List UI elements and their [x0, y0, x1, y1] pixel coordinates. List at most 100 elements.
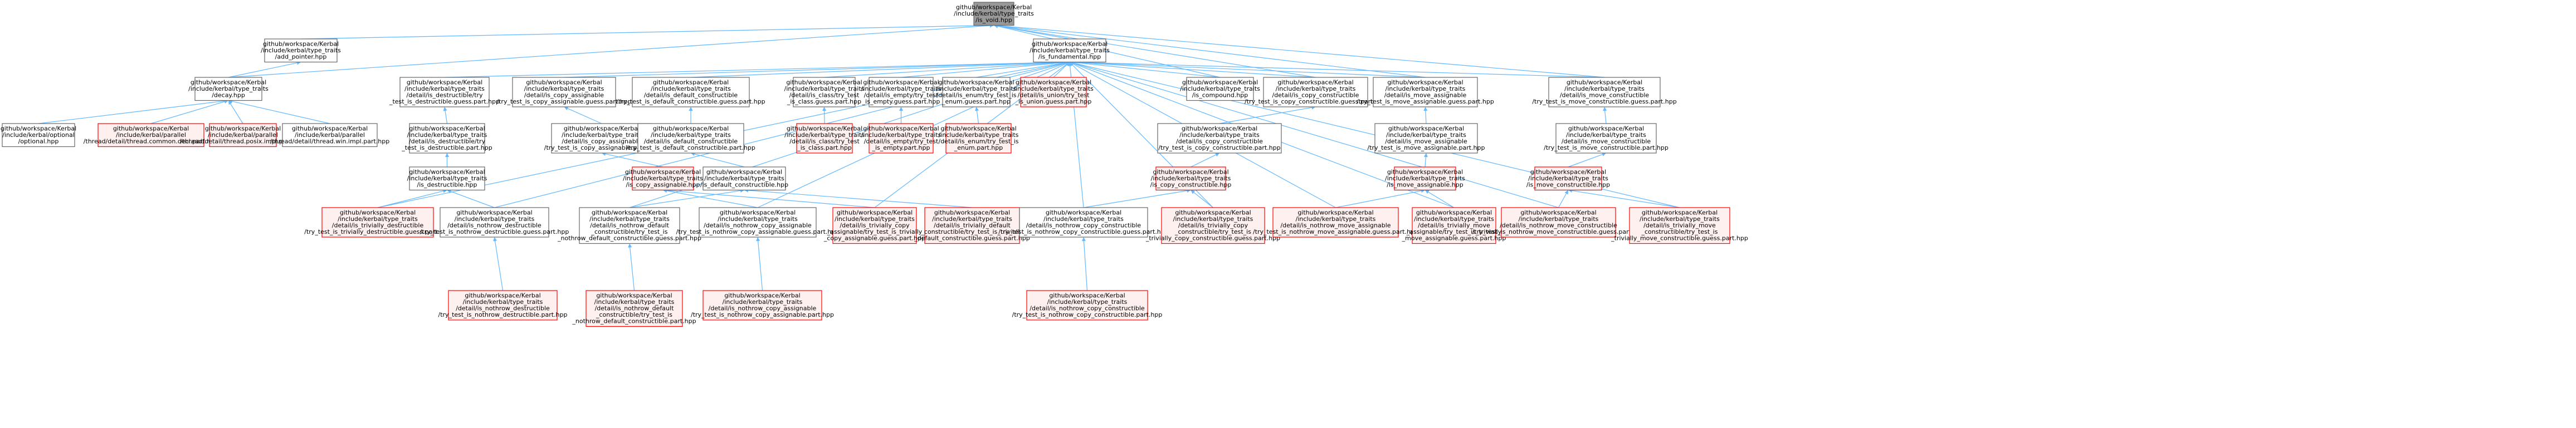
file-node-triv-copy-assign-guess[interactable]: github/workspace/Kerbal/include/kerbal/t… [823, 207, 925, 244]
include-edge [447, 189, 495, 208]
file-node-label-line: _constructible/try_test_is [591, 228, 668, 235]
file-node-is-copy-constructible[interactable]: github/workspace/Kerbal/include/kerbal/t… [1150, 166, 1232, 191]
file-node-label-line: github/workspace/Kerbal [1182, 79, 1258, 86]
file-node-nothrow-destructible-part[interactable]: github/workspace/Kerbal/include/kerbal/t… [438, 290, 568, 321]
file-node-label-line: github/workspace/Kerbal [292, 125, 368, 132]
file-node-label-line: github/workspace/Kerbal [625, 169, 701, 176]
file-node-label-line: /include/kerbal/optional [2, 131, 75, 139]
file-node-nothrow-move-assign-guess[interactable]: github/workspace/Kerbal/include/kerbal/t… [1253, 207, 1418, 238]
file-node-label-line: /include/kerbal/type_traits [784, 85, 865, 92]
file-node-label-line: /include/kerbal/type_traits [1276, 85, 1356, 92]
file-node-label-line: github/workspace/Kerbal [340, 209, 416, 217]
file-node-nothrow-copy-assign-guess[interactable]: github/workspace/Kerbal/include/kerbal/t… [676, 207, 840, 238]
file-node-nothrow-default-guess[interactable]: github/workspace/Kerbal/include/kerbal/t… [557, 207, 701, 244]
file-node-fundamental[interactable]: github/workspace/Kerbal/include/kerbal/t… [1030, 38, 1110, 63]
file-node-empty-guess[interactable]: github/workspace/Kerbal/include/kerbal/t… [861, 77, 941, 107]
file-node-move-assign-part[interactable]: github/workspace/Kerbal/include/kerbal/t… [1368, 123, 1485, 154]
file-node-label-line: /include/kerbal/type_traits [704, 175, 784, 182]
file-node-label-line: /try_test_is_copy_assignable.guess.part.… [496, 98, 631, 105]
file-node-copy-assign-part[interactable]: github/workspace/Kerbal/include/kerbal/t… [544, 123, 659, 154]
file-node-thread-win[interactable]: github/workspace/Kerbal/include/kerbal/p… [270, 123, 389, 147]
file-node-box [1161, 207, 1265, 244]
file-node-class-part[interactable]: github/workspace/Kerbal/include/kerbal/t… [784, 123, 865, 154]
file-node-label-line: /detail/is_copy_constructible [1176, 138, 1263, 145]
file-node-label-line: github/workspace/Kerbal [1297, 209, 1373, 217]
file-node-nothrow-default-part[interactable]: github/workspace/Kerbal/include/kerbal/t… [572, 290, 696, 327]
file-node-class-guess[interactable]: github/workspace/Kerbal/include/kerbal/t… [784, 77, 865, 107]
file-node-label-line: /try_test_is_copy_constructible.part.hpp [1158, 144, 1280, 151]
file-node-triv-move-assign-guess[interactable]: github/workspace/Kerbal/include/kerbal/t… [1402, 207, 1506, 244]
file-node-destructible-guess[interactable]: github/workspace/Kerbal/include/kerbal/t… [389, 77, 500, 107]
file-node-label-line: /thread/detail/thread.common.decl.part.h… [84, 138, 218, 145]
file-node-box [440, 207, 549, 238]
file-node-box [1272, 207, 1399, 238]
include-edge [493, 237, 504, 291]
file-node-triv-copy-constr-guess[interactable]: github/workspace/Kerbal/include/kerbal/t… [1145, 207, 1280, 244]
file-node-label-line: /is_copy_constructible.hpp [1150, 181, 1232, 189]
file-node-default-constr-guess[interactable]: github/workspace/Kerbal/include/kerbal/t… [616, 77, 765, 107]
file-node-label-line: /thread/detail/thread.win.impl.part.hpp [270, 138, 389, 145]
file-node-label-line: /is_copy_assignable.hpp [626, 181, 700, 189]
file-node-default-constr-part[interactable]: github/workspace/Kerbal/include/kerbal/t… [626, 123, 755, 154]
file-node-box [702, 166, 786, 191]
file-node-label-line: /include/kerbal/type_traits [404, 85, 485, 92]
file-node-label-line: github/workspace/Kerbal [113, 125, 189, 132]
file-node-nothrow-copy-constr-part[interactable]: github/workspace/Kerbal/include/kerbal/t… [1012, 290, 1163, 321]
file-node-is-default-constructible[interactable]: github/workspace/Kerbal/include/kerbal/t… [700, 166, 788, 191]
file-node-box [1020, 77, 1087, 107]
file-node-thread-common[interactable]: github/workspace/Kerbal/include/kerbal/p… [84, 123, 218, 147]
file-node-box [209, 123, 277, 147]
file-node-label-line: _test_is_destructible.guess.part.hpp [389, 98, 500, 105]
file-node-copy-constr-guess[interactable]: github/workspace/Kerbal/include/kerbal/t… [1245, 77, 1387, 107]
file-node-label-line: /detail/is_nothrow_copy_constructible [1030, 305, 1145, 312]
file-node-is-destructible[interactable]: github/workspace/Kerbal/include/kerbal/t… [407, 166, 487, 191]
file-node-box [1019, 207, 1148, 238]
file-node-compound[interactable]: github/workspace/Kerbal/include/kerbal/t… [1180, 77, 1260, 101]
file-node-optional[interactable]: github/workspace/Kerbal/include/kerbal/o… [1, 123, 76, 147]
file-node-label-line: /detail/is_trivially_copy [1178, 222, 1248, 229]
file-node-label-line: github/workspace/Kerbal [409, 169, 485, 176]
file-node-empty-part[interactable]: github/workspace/Kerbal/include/kerbal/t… [861, 123, 941, 154]
file-node-move-assign-guess[interactable]: github/workspace/Kerbal/include/kerbal/t… [1357, 77, 1494, 107]
file-node-triv-move-constr-guess[interactable]: github/workspace/Kerbal/include/kerbal/t… [1611, 207, 1748, 244]
file-node-label-line: /include/kerbal/type_traits [407, 175, 487, 182]
file-node-copy-constr-part[interactable]: github/workspace/Kerbal/include/kerbal/t… [1157, 123, 1282, 154]
file-node-move-constr-part[interactable]: github/workspace/Kerbal/include/kerbal/t… [1544, 123, 1668, 154]
file-node-label-line: /try_test_is_nothrow_move_constructible.… [1472, 228, 1645, 235]
file-node-void[interactable]: github/workspace/Kerbal/include/kerbal/t… [954, 2, 1034, 26]
file-node-box [924, 207, 1020, 244]
file-node-is-move-assignable[interactable]: github/workspace/Kerbal/include/kerbal/t… [1385, 166, 1465, 191]
file-node-decay[interactable]: github/workspace/Kerbal/include/kerbal/t… [188, 77, 269, 101]
file-node-label-line: /include/kerbal/type_traits [1385, 85, 1466, 92]
file-node-label-line: /detail/is_move_constructible [1560, 92, 1650, 99]
file-node-label-line: /decay.hpp [212, 92, 245, 99]
file-node-nothrow-copy-constr-guess[interactable]: github/workspace/Kerbal/include/kerbal/t… [998, 207, 1169, 238]
file-node-add-pointer[interactable]: github/workspace/Kerbal/include/kerbal/t… [261, 38, 341, 63]
file-node-box [832, 207, 917, 244]
file-node-label-line: github/workspace/Kerbal [592, 209, 667, 217]
file-node-box [1548, 77, 1661, 107]
file-node-copy-assign-guess[interactable]: github/workspace/Kerbal/include/kerbal/t… [496, 77, 632, 107]
file-node-destructible-part[interactable]: github/workspace/Kerbal/include/kerbal/t… [401, 123, 492, 154]
file-node-label-line: /include/kerbal/type_traits [1564, 85, 1645, 92]
include-edge [377, 189, 447, 208]
file-node-label-line: /detail/is_trivially_copy [840, 222, 910, 229]
file-node-union-guess[interactable]: github/workspace/Kerbal/include/kerbal/t… [1013, 77, 1094, 107]
file-node-move-constr-guess[interactable]: github/workspace/Kerbal/include/kerbal/t… [1532, 77, 1677, 107]
file-node-nothrow-destructible-guess[interactable]: github/workspace/Kerbal/include/kerbal/t… [420, 207, 569, 238]
file-node-enum-guess[interactable]: github/workspace/Kerbal/include/kerbal/t… [936, 77, 1017, 107]
file-node-is-move-constructible[interactable]: github/workspace/Kerbal/include/kerbal/t… [1526, 166, 1610, 191]
file-node-label-line: /try_test_is_trivially_destructible.gues… [304, 228, 451, 235]
file-node-label-line: _assignable/try_test_is_trivially [1406, 228, 1502, 235]
file-node-label-line: /include/kerbal/type_traits [939, 131, 1019, 139]
file-node-thread-posix[interactable]: github/workspace/Kerbal/include/kerbal/p… [180, 123, 305, 147]
file-node-triv-destructible-guess[interactable]: github/workspace/Kerbal/include/kerbal/t… [304, 207, 451, 238]
file-node-is-copy-assignable[interactable]: github/workspace/Kerbal/include/kerbal/t… [623, 166, 703, 191]
file-node-triv-default-guess[interactable]: github/workspace/Kerbal/include/kerbal/t… [914, 207, 1030, 244]
file-node-nothrow-copy-assign-part[interactable]: github/workspace/Kerbal/include/kerbal/t… [691, 290, 834, 321]
file-node-nothrow-move-constr-guess[interactable]: github/workspace/Kerbal/include/kerbal/t… [1472, 207, 1645, 238]
file-node-box [1157, 123, 1282, 154]
file-node-label-line: /try_test_is_copy_constructible.guess.pa… [1245, 98, 1387, 105]
file-node-enum-part[interactable]: github/workspace/Kerbal/include/kerbal/t… [938, 123, 1019, 154]
include-edge [443, 107, 448, 124]
